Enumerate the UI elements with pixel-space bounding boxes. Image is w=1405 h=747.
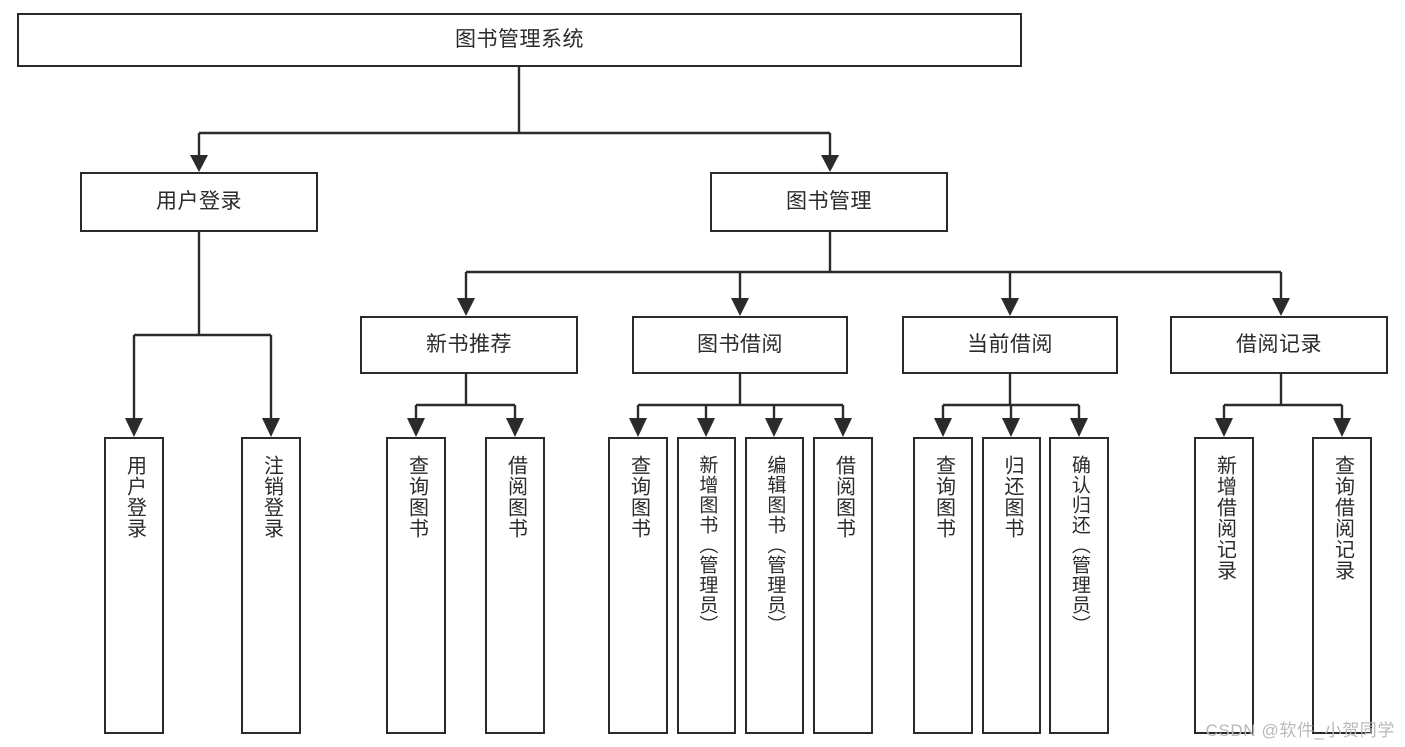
arrowhead-user-login [190,155,208,172]
node-root-label: 图书管理系统 [455,27,584,51]
node-current-borrow[interactable]: 当前借阅 [902,316,1118,374]
arrowhead-leaf-user-login [125,418,143,437]
csdn-watermark: CSDN @软件_小贺同学 [1205,721,1395,740]
leaf-logout-label: 注销登录 [260,455,283,539]
arrowhead-book-manage [821,155,839,172]
leaf-add-borrow-record-label: 新增借阅记录 [1213,455,1236,581]
arrowhead-new-book-rec [457,298,475,316]
arrowhead-borrow-record [1272,298,1290,316]
arrowhead-borrow-book-rec [506,418,524,437]
node-user-login[interactable]: 用户登录 [80,172,318,232]
node-new-book-recommend-label: 新书推荐 [426,332,512,356]
leaf-borrow-book-recommend-label: 借阅图书 [504,455,527,539]
arrowhead-query-record [1333,418,1351,437]
arrowhead-book-borrow [731,298,749,316]
leaf-query-book-recommend[interactable]: 查询图书 [386,437,446,734]
leaf-confirm-return[interactable]: 确认归还（管理员） [1049,437,1109,734]
node-current-borrow-label: 当前借阅 [967,332,1053,356]
leaf-edit-book[interactable]: 编辑图书（管理员） [745,437,804,734]
leaf-query-book-current-label: 查询图书 [932,455,955,539]
leaf-logout[interactable]: 注销登录 [241,437,301,734]
leaf-query-book-current[interactable]: 查询图书 [913,437,973,734]
node-user-login-label: 用户登录 [156,189,242,213]
leaf-add-borrow-record[interactable]: 新增借阅记录 [1194,437,1254,734]
node-borrow-record[interactable]: 借阅记录 [1170,316,1388,374]
leaf-add-book[interactable]: 新增图书（管理员） [677,437,736,734]
leaf-return-book[interactable]: 归还图书 [982,437,1041,734]
node-book-manage[interactable]: 图书管理 [710,172,948,232]
arrowhead-add-record [1215,418,1233,437]
leaf-query-borrow-record[interactable]: 查询借阅记录 [1312,437,1372,734]
arrowhead-query-book-current [934,418,952,437]
arrowhead-query-book-borrow [629,418,647,437]
arrowhead-query-book-rec [407,418,425,437]
leaf-borrow-book-label: 借阅图书 [832,455,855,539]
arrowhead-edit-book [765,418,783,437]
node-new-book-recommend[interactable]: 新书推荐 [360,316,578,374]
arrowhead-borrow-book [834,418,852,437]
arrowhead-confirm-return [1070,418,1088,437]
arrowhead-return-book [1002,418,1020,437]
leaf-return-book-label: 归还图书 [1001,455,1023,539]
leaf-borrow-book-recommend[interactable]: 借阅图书 [485,437,545,734]
leaf-user-login-label: 用户登录 [123,455,146,539]
leaf-query-book-borrow[interactable]: 查询图书 [608,437,668,734]
node-root[interactable]: 图书管理系统 [17,13,1022,67]
leaf-add-book-label: 新增图书（管理员） [696,455,718,635]
node-book-borrow[interactable]: 图书借阅 [632,316,848,374]
leaf-query-book-recommend-label: 查询图书 [405,455,428,539]
arrowhead-current-borrow [1001,298,1019,316]
node-book-manage-label: 图书管理 [786,189,872,213]
leaf-user-login[interactable]: 用户登录 [104,437,164,734]
leaf-confirm-return-label: 确认归还（管理员） [1068,455,1090,635]
arrowhead-add-book [697,418,715,437]
leaf-query-book-borrow-label: 查询图书 [627,455,650,539]
node-borrow-record-label: 借阅记录 [1236,332,1322,356]
node-book-borrow-label: 图书借阅 [697,332,783,356]
arrowhead-leaf-logout [262,418,280,437]
leaf-borrow-book[interactable]: 借阅图书 [813,437,873,734]
leaf-query-borrow-record-label: 查询借阅记录 [1331,455,1354,581]
leaf-edit-book-label: 编辑图书（管理员） [764,455,786,635]
